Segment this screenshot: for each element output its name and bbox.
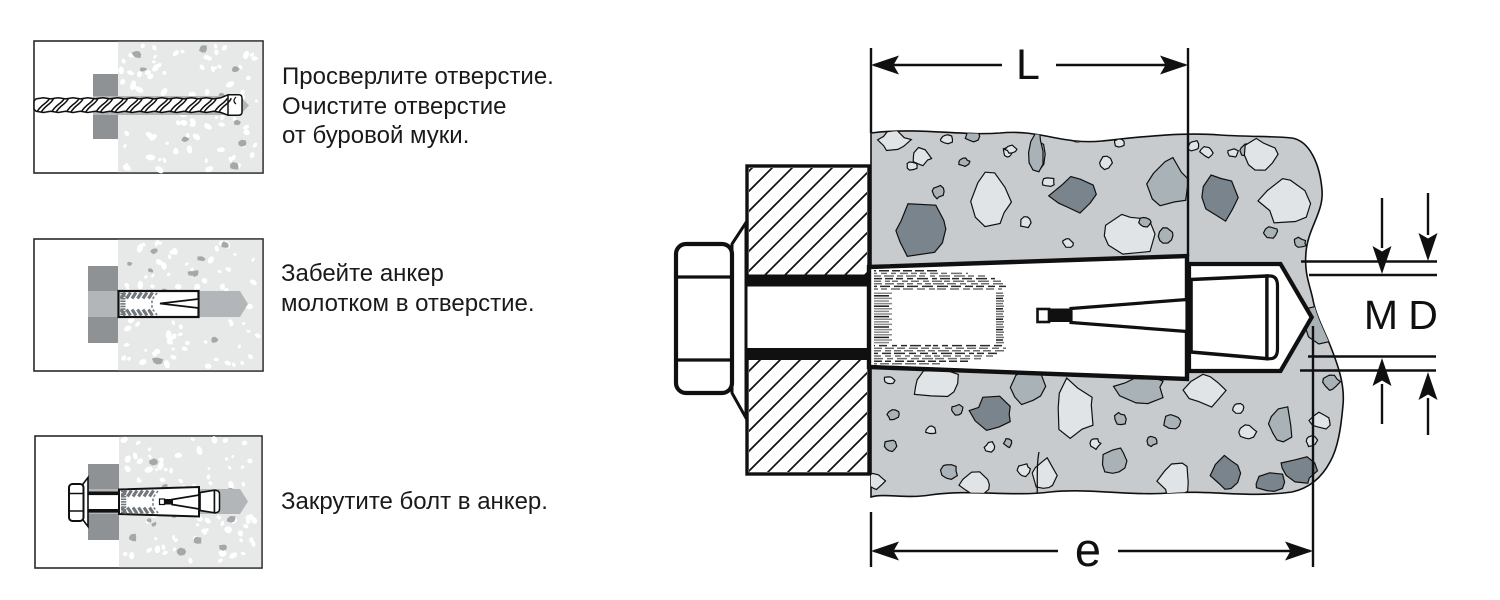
svg-text:L: L bbox=[1016, 41, 1040, 89]
svg-text:D: D bbox=[1408, 292, 1438, 338]
svg-text:e: e bbox=[1075, 523, 1101, 576]
svg-text:M: M bbox=[1364, 292, 1398, 338]
